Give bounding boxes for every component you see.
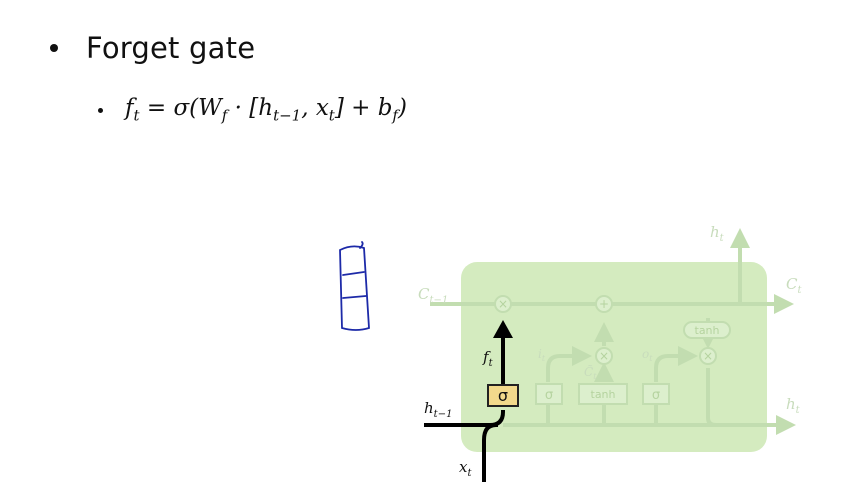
x-in-label: xt (459, 458, 472, 479)
bullet-equation: ft = σ(Wf · [ht−1, xt] + bf) (98, 92, 407, 128)
forget-multiply-symbol: × (498, 297, 508, 311)
forget-gate-box (487, 384, 519, 407)
forget-gate-arrowhead (493, 320, 513, 338)
output-multiply-node (699, 347, 717, 365)
output-tanh-node (683, 321, 731, 339)
output-gate-box (642, 383, 670, 405)
candidate-label: C̃t (584, 364, 597, 381)
c-out-label: Ct (786, 275, 802, 296)
faded-nodes (494, 295, 731, 405)
forget-multiply-node (494, 295, 512, 313)
input-multiply-symbol: × (599, 349, 609, 363)
h-in-label: ht−1 (424, 399, 452, 420)
h-out-label: ht (786, 395, 801, 416)
input-gate-label: it (538, 347, 546, 363)
h-top-label: ht (710, 223, 725, 244)
bullet-forget-gate: Forget gate (50, 28, 255, 68)
add-node (595, 295, 613, 313)
output-multiply-symbol: × (703, 349, 713, 363)
output-gate-symbol: σ (652, 388, 660, 403)
candidate-tanh-symbol: tanh (591, 388, 616, 401)
output-gate-label: ot (642, 347, 653, 363)
hand-drawn-vector-sketch (339, 241, 370, 331)
candidate-tanh-box (578, 383, 628, 405)
slide-title: Forget gate (86, 31, 256, 65)
c-prev-label: Ct−1 (418, 285, 448, 306)
bullet-dot-small (98, 107, 103, 113)
bullet-dot (50, 44, 58, 52)
input-gate-symbol: σ (545, 388, 553, 403)
forget-gate-symbol: σ (498, 386, 508, 405)
add-symbol: + (599, 297, 609, 311)
output-tanh-symbol: tanh (695, 324, 720, 337)
input-multiply-node (595, 347, 613, 365)
f-t-label: ft (482, 348, 494, 369)
forget-gate-equation: ft = σ(Wf · [ht−1, xt] + bf) (125, 95, 407, 125)
input-gate-box (535, 383, 563, 405)
forget-gate-path (424, 334, 506, 482)
